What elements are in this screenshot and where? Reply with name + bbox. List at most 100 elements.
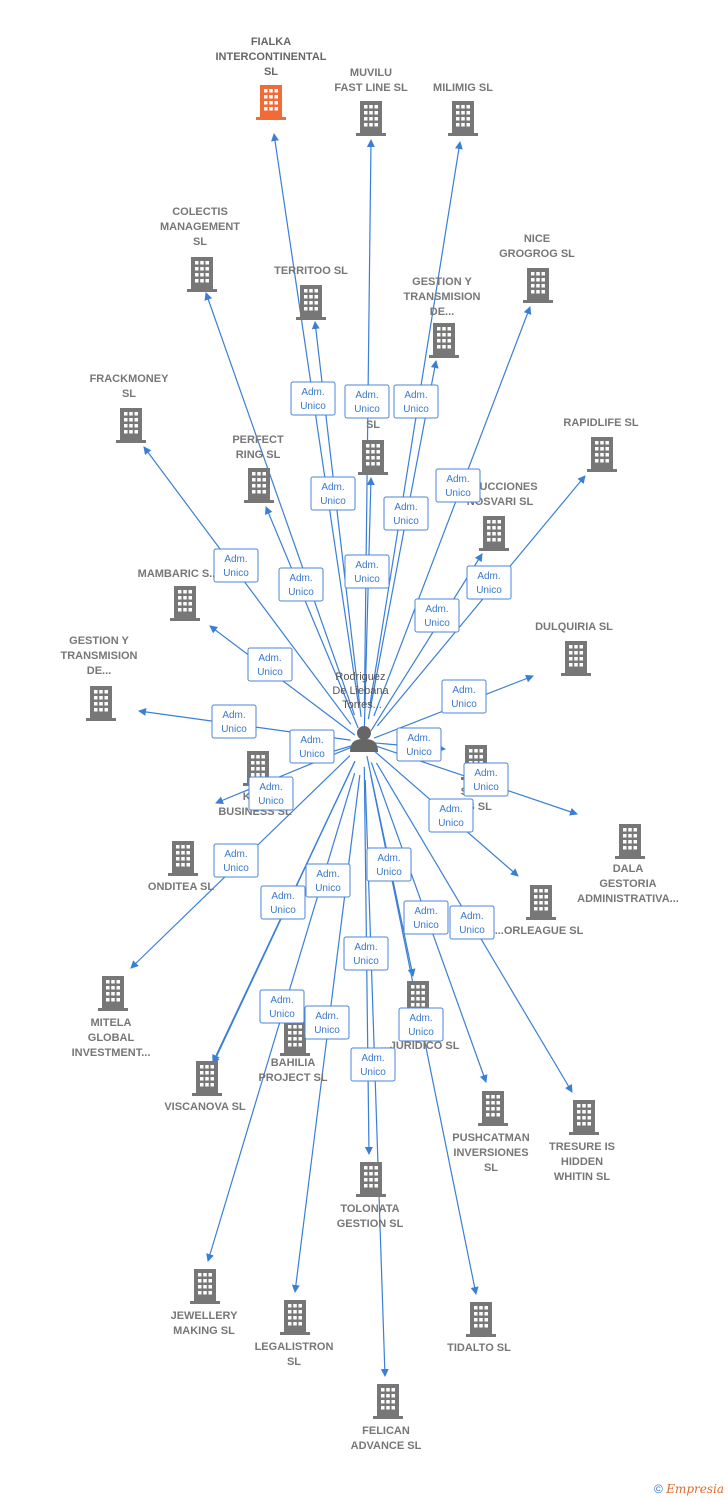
person-label-line: Rodriguez — [335, 671, 385, 683]
role-box-legalistron[interactable]: Adm.Unico — [304, 1005, 350, 1040]
company-node-territoo[interactable]: TERRITOO SL — [274, 265, 348, 320]
role-label-line: Adm. — [414, 906, 437, 917]
role-box-colectis[interactable]: Adm.Unico — [290, 381, 336, 416]
role-box-tresure[interactable]: Adm.Unico — [449, 905, 495, 940]
company-label: MAMBARIC S... — [138, 568, 219, 580]
role-box-frackmoney[interactable]: Adm.Unico — [213, 548, 259, 583]
role-box-nice[interactable]: Adm.Unico — [435, 468, 481, 503]
company-label: MILIMIG SL — [433, 82, 493, 94]
role-label: Adm.Unico — [408, 1013, 434, 1038]
role-label: Adm.Unico — [300, 387, 326, 412]
company-node-rapidlife[interactable]: RAPIDLIFE SL — [563, 417, 639, 472]
role-box-tolonata[interactable]: Adm.Unico — [343, 936, 389, 971]
role-label: Adm.Unico — [451, 685, 477, 710]
company-node-nice[interactable]: NICE GROGROG SL — [499, 233, 575, 303]
company-node-viscanova[interactable]: VISCANOVA SL — [164, 1061, 246, 1113]
person-node[interactable]: Rodriguez De Liebana Torres... — [332, 671, 391, 752]
role-label: Adm.Unico — [223, 554, 249, 579]
company-node-milimig[interactable]: MILIMIG SL — [433, 82, 493, 136]
role-box-hidden1[interactable]: Adm.Unico — [344, 554, 390, 589]
role-box-mitela[interactable]: Adm.Unico — [213, 843, 259, 878]
company-node-orleague[interactable]: ...ORLEAGUE SL — [495, 885, 584, 937]
role-box-territoo[interactable]: Adm.Unico — [310, 476, 356, 511]
company-label-line: INVESTMENT... — [72, 1047, 151, 1059]
edge-nice — [373, 306, 532, 717]
role-label-line: Unico — [258, 796, 284, 807]
role-box-perfect[interactable]: Adm.Unico — [278, 567, 324, 602]
role-box-felican[interactable]: Adm.Unico — [350, 1047, 396, 1082]
company-node-onditea[interactable]: ONDITEA SL — [148, 841, 214, 893]
role-box-mambaric[interactable]: Adm.Unico — [247, 647, 293, 682]
role-label: Adm.Unico — [223, 849, 249, 874]
role-box-dala[interactable]: Adm.Unico — [463, 762, 509, 797]
company-node-dulquiria[interactable]: DULQUIRIA SL — [535, 621, 613, 676]
role-label-line: Unico — [403, 404, 429, 415]
company-node-mambaric[interactable]: MAMBARIC S... — [138, 568, 219, 621]
role-box-rapidlife[interactable]: Adm.Unico — [466, 565, 512, 600]
role-label-line: Adm. — [258, 653, 281, 664]
role-box-pushcatman[interactable]: Adm.Unico — [403, 900, 449, 935]
company-node-tidalto[interactable]: TIDALTO SL — [447, 1302, 511, 1354]
role-label-line: Unico — [445, 488, 471, 499]
edges-layer — [130, 133, 586, 1377]
person-label: Rodriguez De Liebana Torres... — [332, 671, 391, 711]
company-node-juridico[interactable]: ...JURIDICO SL — [381, 981, 460, 1052]
role-box-frame — [289, 729, 335, 764]
role-box-juridico[interactable]: Adm.Unico — [366, 847, 412, 882]
company-label-line: NICE — [524, 233, 550, 245]
building-icon — [190, 1269, 220, 1304]
company-label-line: PUSHCATMAN — [452, 1132, 529, 1144]
role-box-sim[interactable]: Adm.Unico — [396, 727, 442, 762]
role-box-frame — [366, 847, 412, 882]
edge-gestion1 — [367, 360, 439, 720]
role-label-line: Adm. — [439, 804, 462, 815]
role-box-frame — [247, 647, 293, 682]
edge-construcciones — [370, 553, 483, 732]
role-box-viscanova[interactable]: Adm.Unico — [305, 863, 351, 898]
role-box-orleague[interactable]: Adm. Unico — [428, 798, 474, 833]
company-label-line: DULQUIRIA SL — [535, 621, 613, 633]
role-box-frame — [211, 704, 257, 739]
role-box-key[interactable]: Adm.Unico — [248, 776, 294, 811]
role-box-bahilia[interactable]: Adm.Unico — [260, 885, 306, 920]
building-icon — [523, 268, 553, 303]
role-box-gestion1[interactable]: Adm.Unico — [383, 496, 429, 531]
company-label: ...JURIDICO SL — [381, 1040, 460, 1052]
role-box-jewellery[interactable]: Adm.Unico — [259, 989, 305, 1024]
building-icon — [466, 1302, 496, 1337]
company-label-line: GROGROG SL — [499, 248, 575, 260]
role-box-milimig[interactable]: Adm.Unico — [393, 384, 439, 419]
role-label-line: Unico — [270, 905, 296, 916]
company-label-line: BAHILIA — [271, 1057, 316, 1069]
role-box-dulquiria[interactable]: Adm.Unico — [441, 679, 487, 714]
role-box-onditea[interactable]: Adm.Unico — [289, 729, 335, 764]
role-label-line: Unico — [438, 818, 464, 829]
role-box-tidalto[interactable]: Adm.Unico — [398, 1007, 444, 1042]
role-box-muvilu[interactable]: Adm.Unico — [344, 384, 390, 419]
company-label-line: TRESURE IS — [549, 1141, 615, 1153]
role-box-construcciones[interactable]: Adm.Unico — [414, 598, 460, 633]
role-box-gestion2[interactable]: Adm.Unico — [211, 704, 257, 739]
